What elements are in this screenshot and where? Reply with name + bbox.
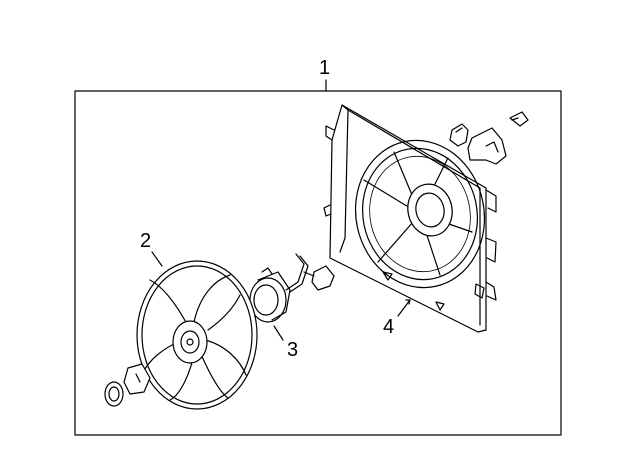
callout-line-4 xyxy=(397,299,411,317)
callout-3: 3 xyxy=(287,339,298,361)
fan-shroud xyxy=(323,104,497,333)
diagram-frame xyxy=(74,90,562,436)
callout-2: 2 xyxy=(140,230,151,252)
callout-line-3 xyxy=(273,325,284,341)
callout-1: 1 xyxy=(319,57,330,79)
nut-and-washer xyxy=(104,363,151,407)
fan-blade xyxy=(136,260,258,410)
callout-line-2 xyxy=(151,251,163,267)
shroud-hardware xyxy=(449,111,529,165)
fan-motor xyxy=(249,253,335,323)
callout-4: 4 xyxy=(383,316,394,338)
